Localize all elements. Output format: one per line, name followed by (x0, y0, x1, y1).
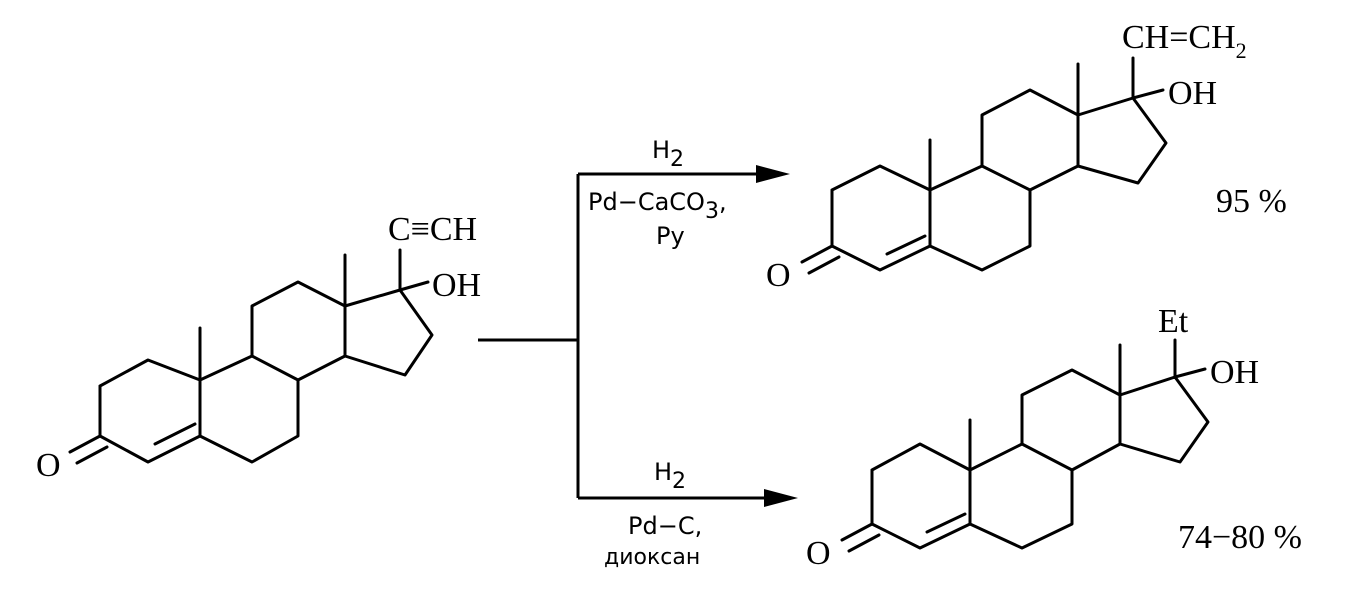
lower-product-ketone-bond-1 (840, 522, 874, 542)
upper-product-vinyl-label: CH=CH2 (1122, 19, 1247, 63)
lower-product-c17-to-oh (1173, 367, 1207, 379)
reactant-molecule: C≡CH OH O (36, 211, 481, 484)
upper-route-yield: 95 % (1216, 183, 1287, 220)
branching-arrows (478, 165, 798, 507)
upper-product-molecule: CH=CH2 OH O 95 % (766, 19, 1287, 294)
upper-product-ring-a (830, 164, 932, 272)
lower-product-hydroxyl-label: OH (1210, 354, 1259, 391)
upper-catalyst-subscript: 3 (705, 199, 719, 224)
upper-product-ketone-oxygen-label: O (766, 257, 791, 294)
reactant-c17-to-oh (398, 280, 430, 292)
upper-arrowhead (756, 165, 790, 183)
reactant-double-bond-c4c5 (153, 422, 197, 446)
lower-route-conditions: H2 Pd−C, диоксан (604, 458, 702, 570)
reactant-ring-d (343, 288, 434, 377)
upper-product-double-bond (885, 234, 927, 256)
upper-product-vinyl-subscript: 2 (1236, 38, 1247, 63)
upper-reagent-subscript: 2 (670, 147, 684, 172)
reactant-alkyne-label: C≡CH (388, 211, 477, 248)
upper-catalyst-comma: , (719, 188, 727, 216)
reactant-ring-b (198, 354, 300, 464)
upper-product-ring-c (980, 88, 1080, 192)
upper-product-hydroxyl-label: OH (1168, 75, 1217, 112)
upper-product-ring-b (928, 164, 1032, 272)
lower-arrowhead (764, 489, 798, 507)
reactant-ketone-bond-1 (68, 434, 102, 454)
upper-reagent: H2 (652, 136, 684, 172)
lower-product-ring-c (1020, 368, 1122, 472)
upper-product-vinyl-eq: = (1169, 19, 1188, 56)
lower-product-ring-a (870, 442, 972, 550)
upper-solvent: Py (656, 222, 685, 250)
lower-solvent: диоксан (604, 545, 700, 570)
lower-catalyst: Pd−C, (628, 512, 702, 540)
upper-catalyst-dash: − (618, 188, 638, 216)
upper-product-ring-d (1076, 96, 1168, 185)
lower-product-ketone-bond-2 (847, 533, 881, 553)
upper-reagent-symbol: H (652, 136, 670, 164)
lower-product-ring-b (968, 442, 1074, 550)
lower-product-double-bond (925, 512, 967, 534)
upper-product-vinyl-ch2: CH (1188, 19, 1235, 56)
upper-catalyst-pd: Pd (588, 188, 618, 216)
lower-reagent: H2 (654, 458, 686, 494)
reactant-ketone-bond-2 (75, 445, 109, 465)
lower-product-ketone-oxygen-label: O (806, 535, 831, 572)
upper-product-vinyl-ch: CH (1122, 19, 1169, 56)
lower-product-molecule: Et OH O 74−80 % (806, 303, 1302, 572)
upper-product-ketone-bond-2 (807, 255, 841, 275)
lower-reagent-symbol: H (654, 458, 672, 486)
reactant-ring-a (98, 358, 202, 464)
reactant-ring-c (250, 280, 347, 382)
reactant-ketone-oxygen-label: O (36, 447, 61, 484)
upper-catalyst-caco: CaCO (638, 188, 705, 216)
lower-reagent-subscript: 2 (672, 469, 686, 494)
upper-product-ketone-bond-1 (800, 244, 834, 264)
lower-product-ethyl-label: Et (1158, 303, 1189, 340)
lower-route-yield: 74−80 % (1178, 519, 1302, 556)
upper-route-conditions: H2 Pd−CaCO3, Py (588, 136, 727, 250)
upper-product-c17-to-oh (1131, 88, 1165, 100)
reactant-hydroxyl-label: OH (432, 267, 481, 304)
lower-product-ring-d (1118, 375, 1210, 464)
upper-catalyst: Pd−CaCO3, (588, 188, 727, 224)
